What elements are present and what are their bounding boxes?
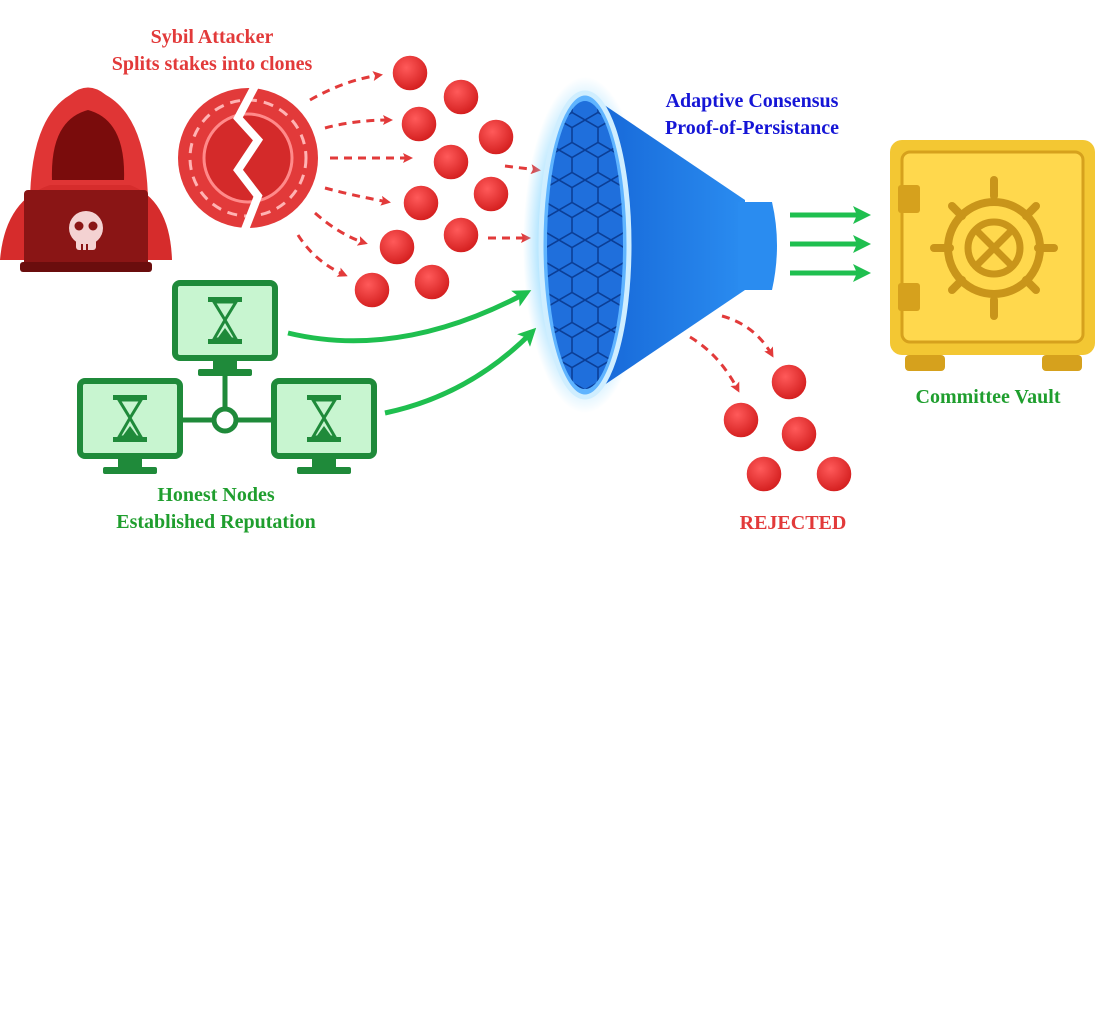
split-coin-icon bbox=[178, 84, 318, 234]
consensus-title: Adaptive Consensus bbox=[665, 90, 839, 112]
clone-coin-icon bbox=[472, 175, 510, 213]
clone-coin-icon bbox=[432, 143, 470, 181]
rejected-coin-icon bbox=[815, 455, 853, 493]
clone-coins bbox=[353, 54, 515, 309]
rejected-coin-icon bbox=[780, 415, 818, 453]
honest-label: Honest Nodes Established Reputation bbox=[66, 482, 366, 536]
monitor-hourglass-icon bbox=[271, 378, 377, 474]
rejected-coin-icon bbox=[722, 401, 760, 439]
skull-icon bbox=[69, 211, 103, 250]
safe-vault-icon bbox=[890, 140, 1095, 371]
accept-arrows bbox=[790, 206, 871, 282]
vault-label: Committee Vault bbox=[888, 384, 1088, 411]
funnel-icon bbox=[523, 77, 777, 413]
rejected-coins bbox=[722, 363, 853, 493]
clone-coin-icon bbox=[413, 263, 451, 301]
monitor-hourglass-icon bbox=[172, 280, 278, 376]
honest-title: Honest Nodes bbox=[157, 484, 275, 506]
clone-coin-icon bbox=[353, 271, 391, 309]
clone-arrows bbox=[296, 71, 541, 277]
monitor-hourglass-icon bbox=[77, 378, 183, 474]
clone-coin-icon bbox=[477, 118, 515, 156]
clone-coin-icon bbox=[442, 216, 480, 254]
rejected-label: REJECTED bbox=[703, 510, 883, 537]
attacker-title: Sybil Attacker bbox=[150, 26, 274, 48]
rejected-text: REJECTED bbox=[739, 512, 847, 534]
clone-coin-icon bbox=[378, 228, 416, 266]
rejected-coin-icon bbox=[770, 363, 808, 401]
reject-arrows bbox=[689, 314, 774, 393]
clone-coin-icon bbox=[400, 105, 438, 143]
clone-coin-icon bbox=[442, 78, 480, 116]
attacker-label: Sybil Attacker Splits stakes into clones bbox=[62, 24, 362, 78]
node-network bbox=[182, 360, 275, 434]
rejected-coin-icon bbox=[745, 455, 783, 493]
attacker-subtitle: Splits stakes into clones bbox=[111, 53, 313, 75]
consensus-label: Adaptive Consensus Proof-of-Persistance bbox=[622, 88, 882, 142]
clone-coin-icon bbox=[402, 184, 440, 222]
consensus-subtitle: Proof-of-Persistance bbox=[664, 117, 839, 139]
honest-subtitle: Established Reputation bbox=[116, 511, 316, 533]
clone-coin-icon bbox=[391, 54, 429, 92]
vault-title: Committee Vault bbox=[915, 386, 1061, 408]
honest-arrows bbox=[287, 290, 537, 416]
